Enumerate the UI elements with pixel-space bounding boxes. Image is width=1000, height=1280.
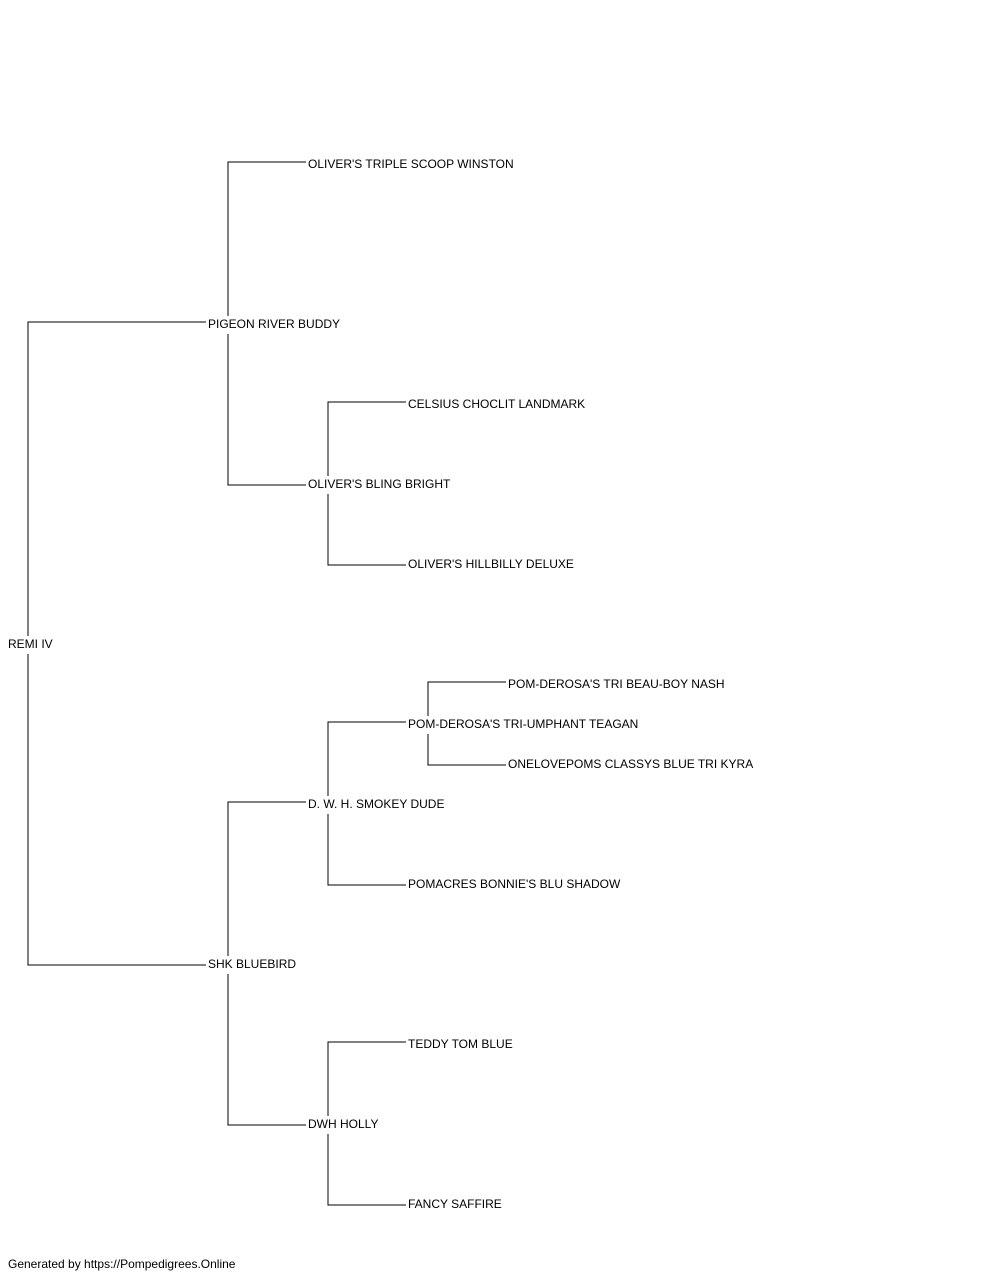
ancestor-name: POM-DEROSA'S TRI BEAU-BOY NASH xyxy=(508,677,725,691)
ancestor-name: FANCY SAFFIRE xyxy=(408,1197,502,1211)
connector-teagan-to-dam xyxy=(427,734,506,766)
paternal-granddam-name: OLIVER'S BLING BRIGHT xyxy=(308,477,451,491)
connector-pigeon-to-sire xyxy=(227,161,306,316)
maternal-grandsire-name: D. W. H. SMOKEY DUDE xyxy=(308,797,444,811)
connector-teagan-to-sire xyxy=(427,681,506,716)
dam-name: SHK BLUEBIRD xyxy=(208,957,296,971)
ancestor-name: POM-DEROSA'S TRI-UMPHANT TEAGAN xyxy=(408,717,638,731)
connector-lines xyxy=(27,161,506,1206)
connector-smokey-to-sire xyxy=(327,721,406,796)
ancestor-name: CELSIUS CHOCLIT LANDMARK xyxy=(408,397,585,411)
connector-bling-to-dam xyxy=(327,494,406,566)
connector-bling-to-sire xyxy=(327,401,406,476)
pedigree-names: REMI IV PIGEON RIVER BUDDY OLIVER'S TRIP… xyxy=(8,157,753,1211)
connector-remi-to-dam xyxy=(27,654,206,966)
ancestor-name: TEDDY TOM BLUE xyxy=(408,1037,513,1051)
connector-pigeon-to-dam xyxy=(227,334,306,486)
connector-bluebird-to-sire xyxy=(227,801,306,956)
ancestor-name: POMACRES BONNIE'S BLU SHADOW xyxy=(408,877,621,891)
connector-holly-to-sire xyxy=(327,1041,406,1116)
connector-bluebird-to-dam xyxy=(227,974,306,1126)
maternal-granddam-name: DWH HOLLY xyxy=(308,1117,378,1131)
subject-name: REMI IV xyxy=(8,637,53,651)
footer-credit: Generated by https://Pompedigrees.Online xyxy=(8,1257,236,1271)
sire-name: PIGEON RIVER BUDDY xyxy=(208,317,340,331)
ancestor-name: ONELOVEPOMS CLASSYS BLUE TRI KYRA xyxy=(508,757,753,771)
pedigree-tree: REMI IV PIGEON RIVER BUDDY OLIVER'S TRIP… xyxy=(8,157,753,1211)
paternal-grandsire-name: OLIVER'S TRIPLE SCOOP WINSTON xyxy=(308,157,514,171)
connector-holly-to-dam xyxy=(327,1134,406,1206)
ancestor-name: OLIVER'S HILLBILLY DELUXE xyxy=(408,557,574,571)
connector-remi-to-sire xyxy=(27,321,206,636)
connector-smokey-to-dam xyxy=(327,814,406,886)
